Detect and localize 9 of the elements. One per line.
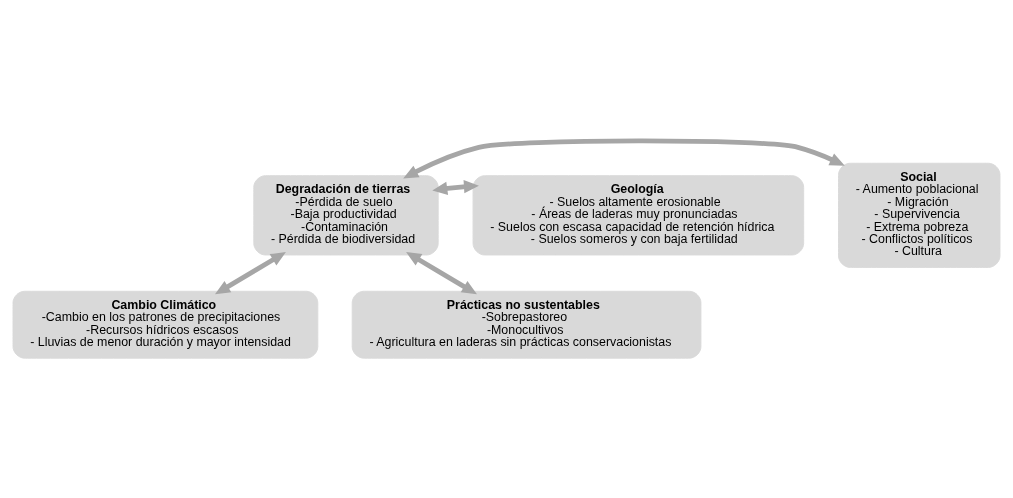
node-box: Social - Aumento poblacional - Migración - Supervivencia - Extrema pobreza - Conflictos políticos - Cultura (838, 162, 1001, 268)
arrow (403, 137, 845, 178)
node-box: Degradación de tierras -Pérdida de suelo -Baja productividad -Contaminación - Pérdida de biodiversidad (253, 174, 439, 255)
arrow (406, 251, 477, 294)
arrow (214, 251, 286, 294)
arrow (432, 179, 479, 195)
node-box: Geología - Suelos altamente erosionable - Áreas de laderas muy pronunciadas - Suelos con escasa capacidad de retención hídrica - Suelos someros y con baja fertilidad (472, 174, 805, 255)
node-box: Prácticas no sustentables -Sobrepastoreo -Monocultivos - Agricultura en laderas sin prácticas conservacionistas (351, 290, 702, 359)
node-box: Cambio Climático -Cambio en los patrones de precipitaciones -Recursos hídricos escasos - Lluvias de menor duración y mayor intensidad (12, 290, 319, 359)
